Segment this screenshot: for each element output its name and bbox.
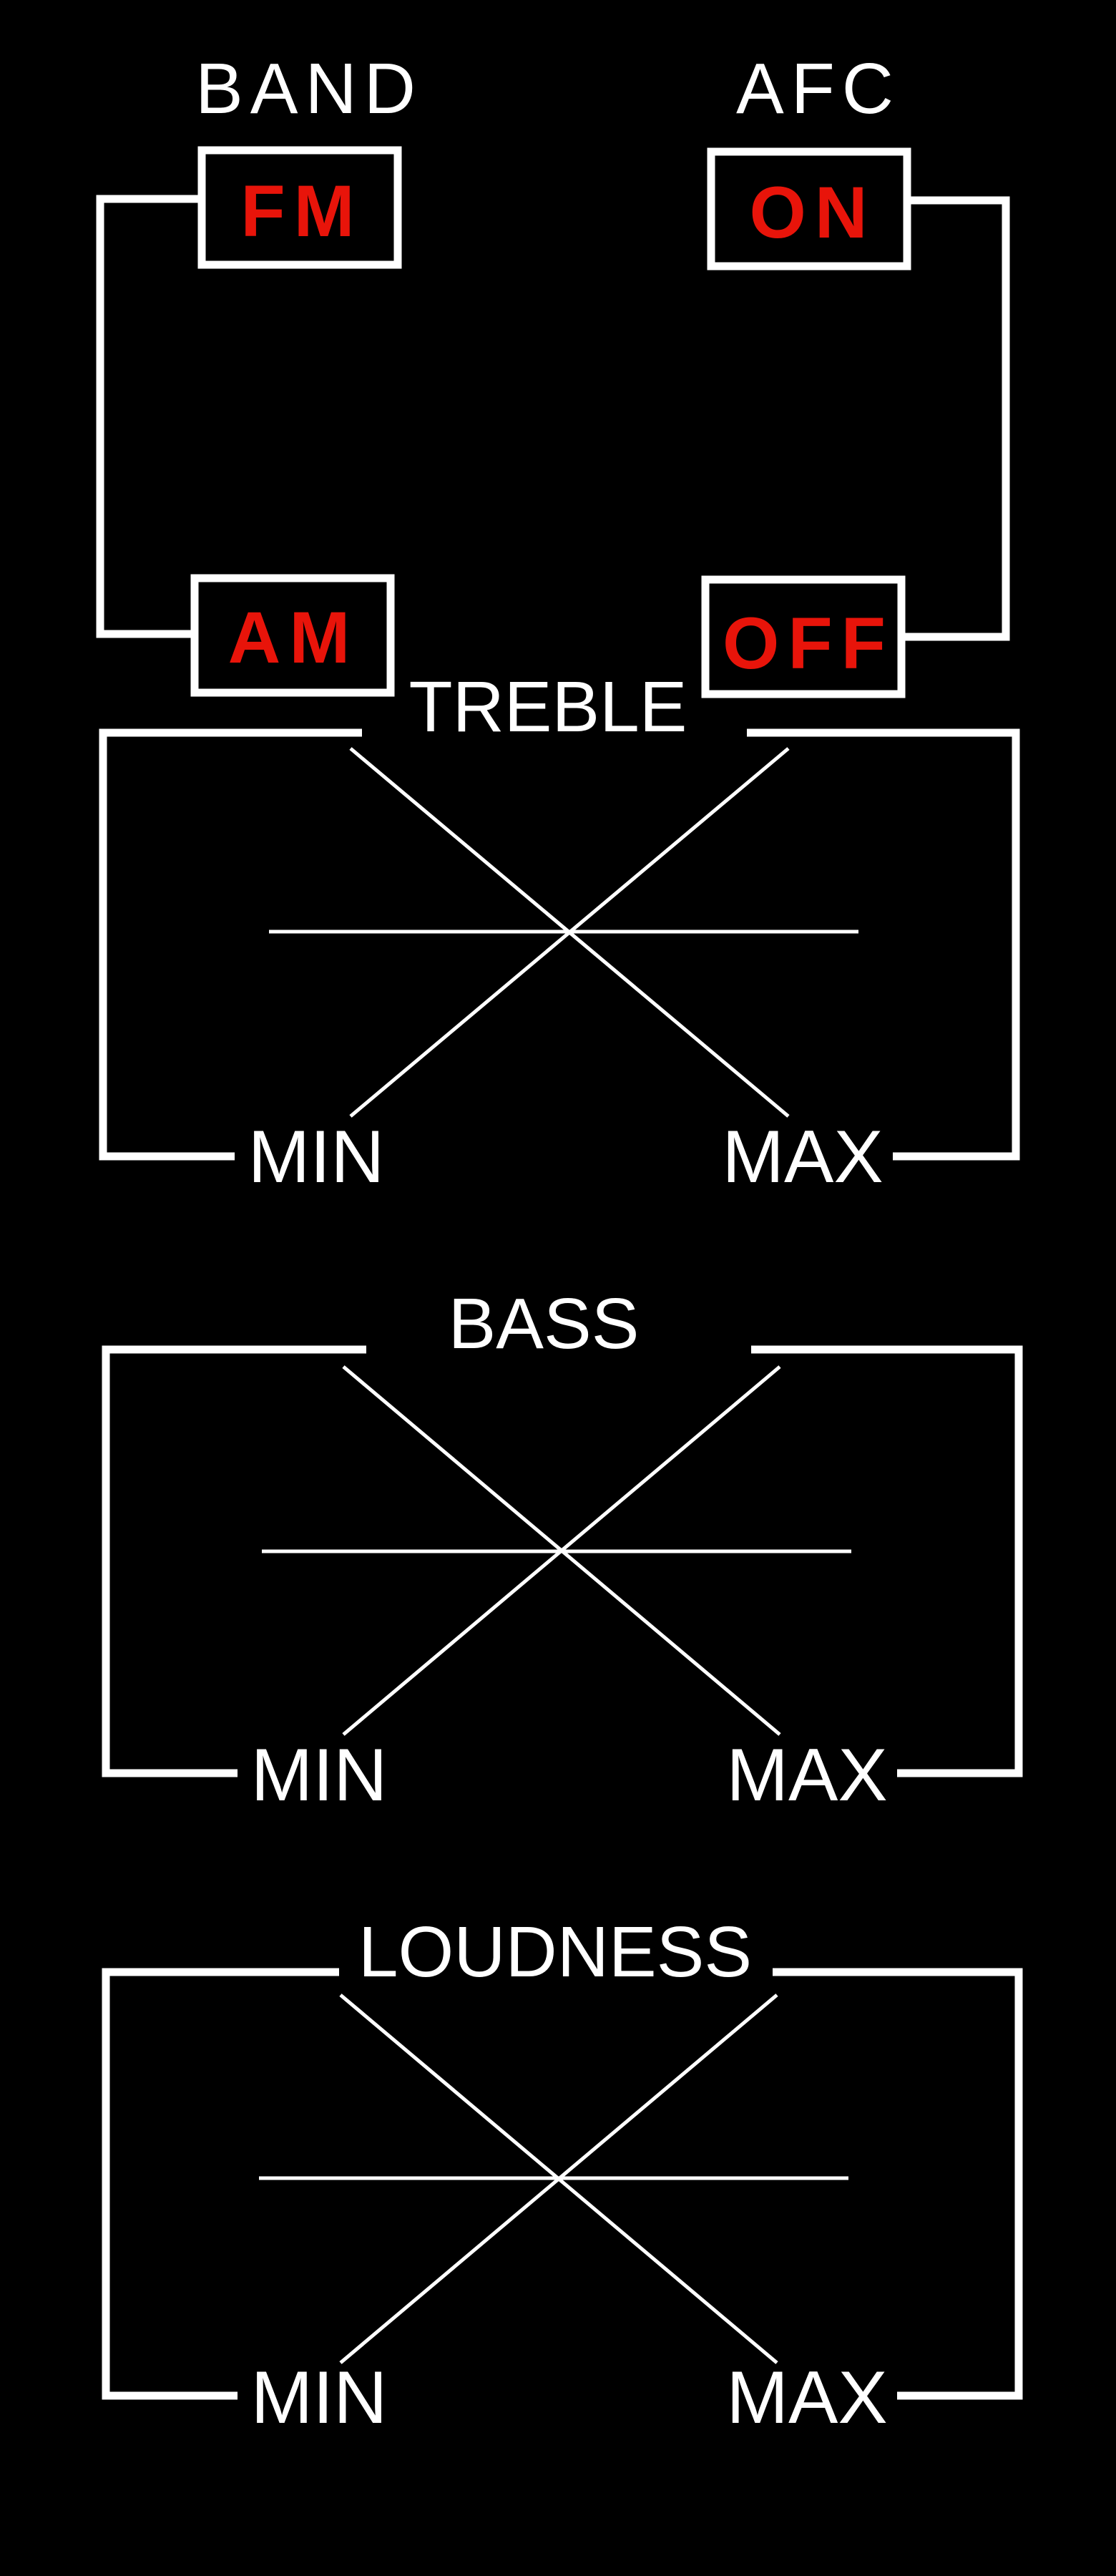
bass-title: BASS — [449, 1284, 640, 1364]
loudness-min-label: MIN — [251, 2356, 388, 2439]
bass-min-label: MIN — [251, 1734, 388, 1817]
loudness-dial[interactable]: LOUDNESS MIN MAX — [102, 1912, 1023, 2439]
loudness-frame-left — [102, 1968, 339, 2400]
band-title: BAND — [195, 49, 423, 129]
band-option-fm[interactable]: FM — [197, 146, 402, 269]
loudness-max-label: MAX — [726, 2356, 887, 2439]
band-option-fm-box — [197, 146, 402, 269]
afc-option-on-box — [707, 147, 911, 270]
band-option-am-box — [190, 574, 395, 697]
afc-switch[interactable]: AFC ON OFF — [701, 49, 1010, 698]
treble-dial[interactable]: TREBLE MIN MAX — [99, 667, 1020, 1199]
afc-connector — [901, 196, 1010, 641]
bass-frame-right — [751, 1345, 1023, 1777]
band-option-am-label: AM — [228, 597, 359, 678]
band-option-am[interactable]: AM — [190, 574, 395, 697]
band-switch[interactable]: BAND FM AM — [96, 49, 423, 697]
afc-option-off-label: OFF — [723, 602, 894, 684]
treble-max-label: MAX — [722, 1116, 883, 1199]
treble-frame-left — [99, 728, 362, 1161]
band-connector — [96, 195, 202, 638]
bass-max-label: MAX — [726, 1734, 887, 1817]
treble-min-label: MIN — [248, 1116, 385, 1199]
afc-option-on-label: ON — [750, 172, 876, 253]
bass-dial[interactable]: BASS MIN MAX — [102, 1284, 1023, 1817]
afc-option-off-box — [701, 575, 906, 698]
band-option-fm-label: FM — [240, 170, 363, 252]
afc-option-off[interactable]: OFF — [701, 575, 906, 698]
bass-frame-left — [102, 1345, 366, 1777]
treble-frame-right — [747, 728, 1020, 1161]
afc-option-on[interactable]: ON — [707, 147, 911, 270]
treble-title: TREBLE — [408, 667, 687, 747]
afc-title: AFC — [736, 49, 901, 129]
loudness-frame-right — [773, 1968, 1023, 2400]
loudness-title: LOUDNESS — [358, 1912, 752, 1992]
